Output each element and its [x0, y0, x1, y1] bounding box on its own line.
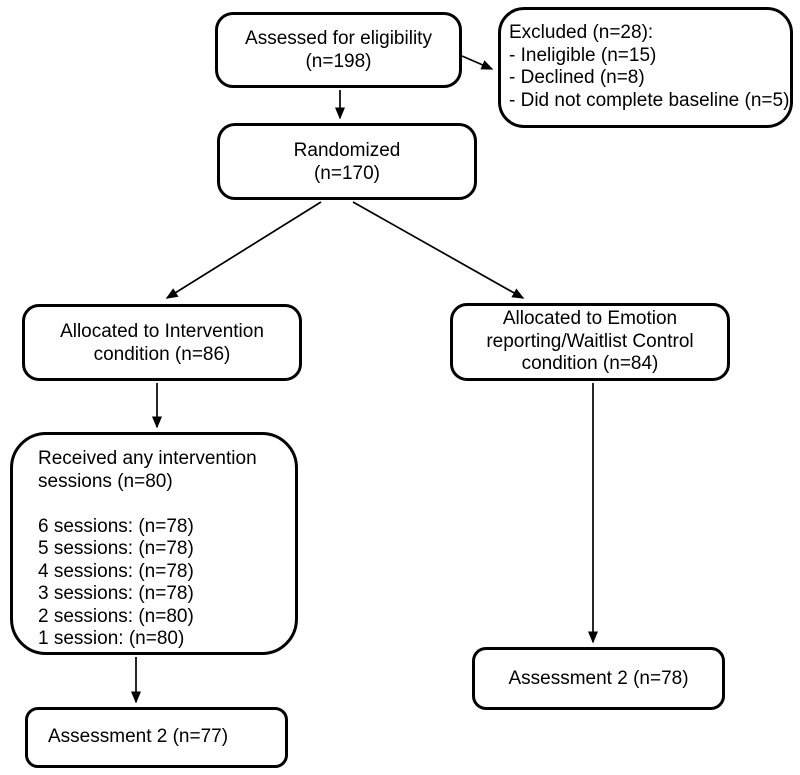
box-text-line — [38, 493, 291, 516]
box-text-line: Allocated to Emotion — [502, 308, 678, 330]
box-text-line: Assessment 2 (n=78) — [508, 668, 689, 689]
box-assessment2-intervention: Assessment 2 (n=77) — [25, 707, 288, 768]
box-text-line: Allocated to Intervention — [60, 320, 264, 342]
box-text-line: - Declined (n=8) — [509, 67, 645, 88]
box-text-line: 3 sessions: (n=78) — [38, 583, 194, 604]
box-text-line: 1 session: (n=80) — [38, 628, 185, 649]
box-text-line: Randomized — [293, 139, 401, 161]
box-text-line: 5 sessions: (n=78) — [38, 538, 194, 559]
box-randomized: Randomized (n=170) — [217, 123, 477, 200]
box-text-line: condition (n=86) — [93, 343, 231, 365]
box-received-sessions: Received any intervention sessions (n=80… — [10, 432, 298, 655]
box-text-line: sessions (n=80) — [38, 470, 173, 492]
box-assessment2-control: Assessment 2 (n=78) — [472, 647, 725, 710]
box-text-line: Excluded (n=28): — [509, 22, 654, 43]
box-text-line: 2 sessions: (n=80) — [38, 605, 194, 627]
box-text-line: 6 sessions: (n=78) — [38, 515, 194, 537]
box-text-line: (n=198) — [305, 51, 372, 72]
box-text-line: - Did not complete baseline (n=5) — [509, 89, 790, 111]
box-allocated-intervention: Allocated to Intervention condition (n=8… — [22, 304, 302, 381]
box-text-line: - Ineligible (n=15) — [509, 44, 657, 66]
arrow-randomized-to-control — [352, 201, 525, 299]
box-excluded: Excluded (n=28): - Ineligible (n=15) - D… — [498, 7, 793, 128]
box-text-line: (n=170) — [313, 162, 381, 184]
box-text-line: reporting/Waitlist Control — [486, 330, 694, 352]
box-text-line: Received any intervention — [38, 448, 257, 469]
arrow-assessed-to-excluded — [461, 55, 494, 70]
box-text-line: Assessment 2 (n=77) — [48, 726, 229, 748]
arrow-randomized-to-intervention — [165, 201, 322, 299]
box-text-line: condition (n=84) — [521, 353, 659, 375]
box-allocated-control: Allocated to Emotion reporting/Waitlist … — [450, 303, 730, 381]
box-text-line: Assessed for eligibility — [245, 28, 432, 49]
box-assessed-for-eligibility: Assessed for eligibility (n=198) — [215, 12, 462, 88]
box-text-line: 4 sessions: (n=78) — [38, 560, 194, 582]
